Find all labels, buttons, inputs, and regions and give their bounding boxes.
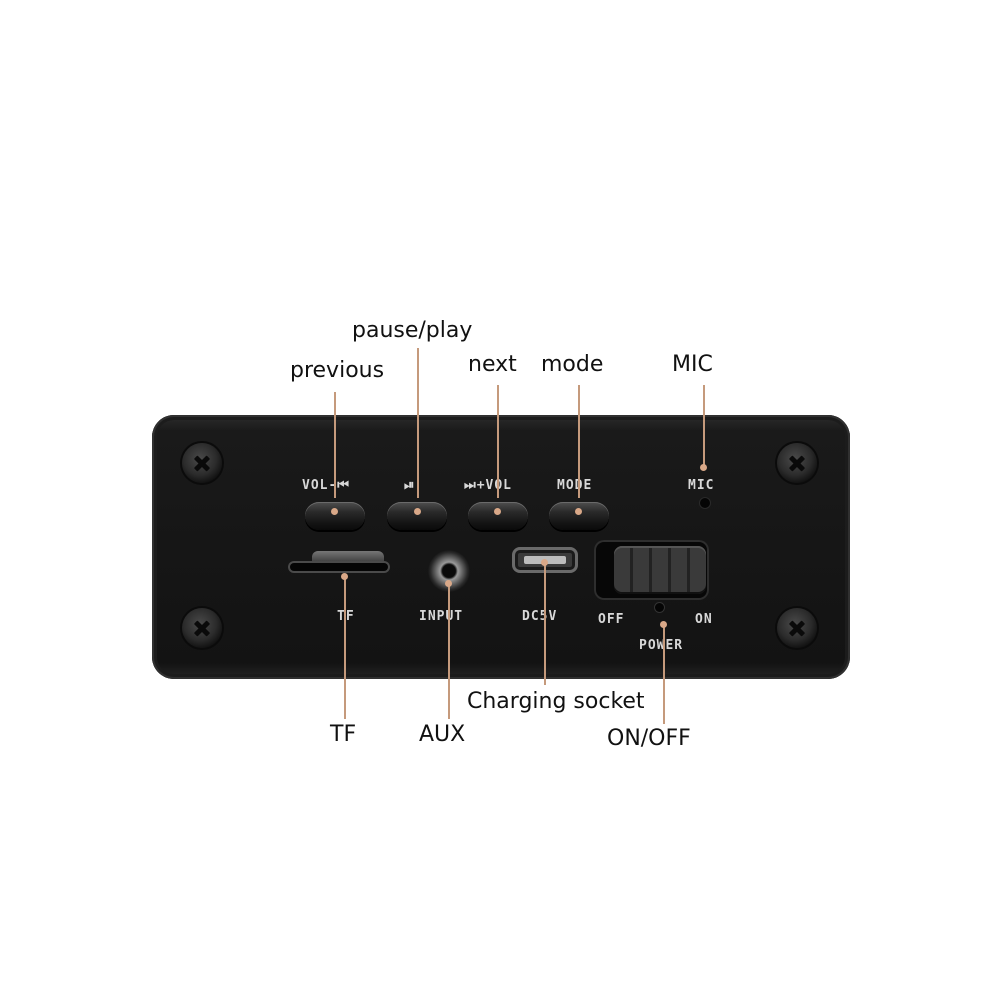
leader-line-pause-play xyxy=(417,348,419,498)
next-button[interactable] xyxy=(468,502,528,530)
dot-charging xyxy=(541,559,548,566)
leader-line-on-off xyxy=(663,624,665,724)
label-vol-plus: ⏭+VOL xyxy=(464,478,513,493)
power-indicator-icon xyxy=(655,603,664,612)
previous-button[interactable] xyxy=(305,502,365,530)
mode-button[interactable] xyxy=(549,502,609,530)
callout-tf: TF xyxy=(330,722,357,747)
callout-on-off: ON/OFF xyxy=(607,726,691,751)
label-input: INPUT xyxy=(419,609,464,624)
callout-pause-play: pause/play xyxy=(352,318,473,343)
dot-mic xyxy=(700,464,707,471)
leader-line-charging xyxy=(544,563,546,685)
label-vol-minus: VOL-⏮ xyxy=(302,478,351,493)
label-off: OFF xyxy=(598,612,625,627)
callout-next: next xyxy=(468,352,517,377)
screw-bottom-right-icon xyxy=(777,608,817,648)
dot-aux xyxy=(445,580,452,587)
label-mode: MODE xyxy=(557,478,593,493)
callout-aux: AUX xyxy=(419,722,466,747)
dot-on-off xyxy=(660,621,667,628)
play-pause-button[interactable] xyxy=(387,502,447,530)
label-on: ON xyxy=(695,612,713,627)
dot-next xyxy=(494,508,501,515)
leader-line-mode xyxy=(578,385,580,498)
leader-line-previous xyxy=(334,392,336,498)
callout-charging-socket: Charging socket xyxy=(467,689,645,714)
leader-line-mic xyxy=(703,385,705,467)
leader-line-next xyxy=(497,385,499,498)
callout-mic: MIC xyxy=(672,352,713,377)
screw-top-right-icon xyxy=(777,443,817,483)
screw-bottom-left-icon xyxy=(182,608,222,648)
tf-slot-opening xyxy=(290,563,388,571)
leader-line-tf xyxy=(344,577,346,719)
mic-hole-icon xyxy=(700,498,710,508)
dot-previous xyxy=(331,508,338,515)
dot-tf xyxy=(341,573,348,580)
callout-previous: previous xyxy=(290,358,385,383)
leader-line-aux xyxy=(448,583,450,719)
label-play: ⏯ xyxy=(404,478,416,493)
label-mic: MIC xyxy=(688,478,715,493)
screw-top-left-icon xyxy=(182,443,222,483)
dot-pause-play xyxy=(414,508,421,515)
dot-mode xyxy=(575,508,582,515)
power-switch[interactable] xyxy=(614,546,706,594)
device-panel xyxy=(152,415,850,679)
tf-card-slot[interactable] xyxy=(290,551,388,573)
callout-mode: mode xyxy=(541,352,604,377)
label-dc5v: DC5V xyxy=(522,609,558,624)
tf-slot-cover xyxy=(312,551,384,563)
label-power: POWER xyxy=(639,638,684,653)
